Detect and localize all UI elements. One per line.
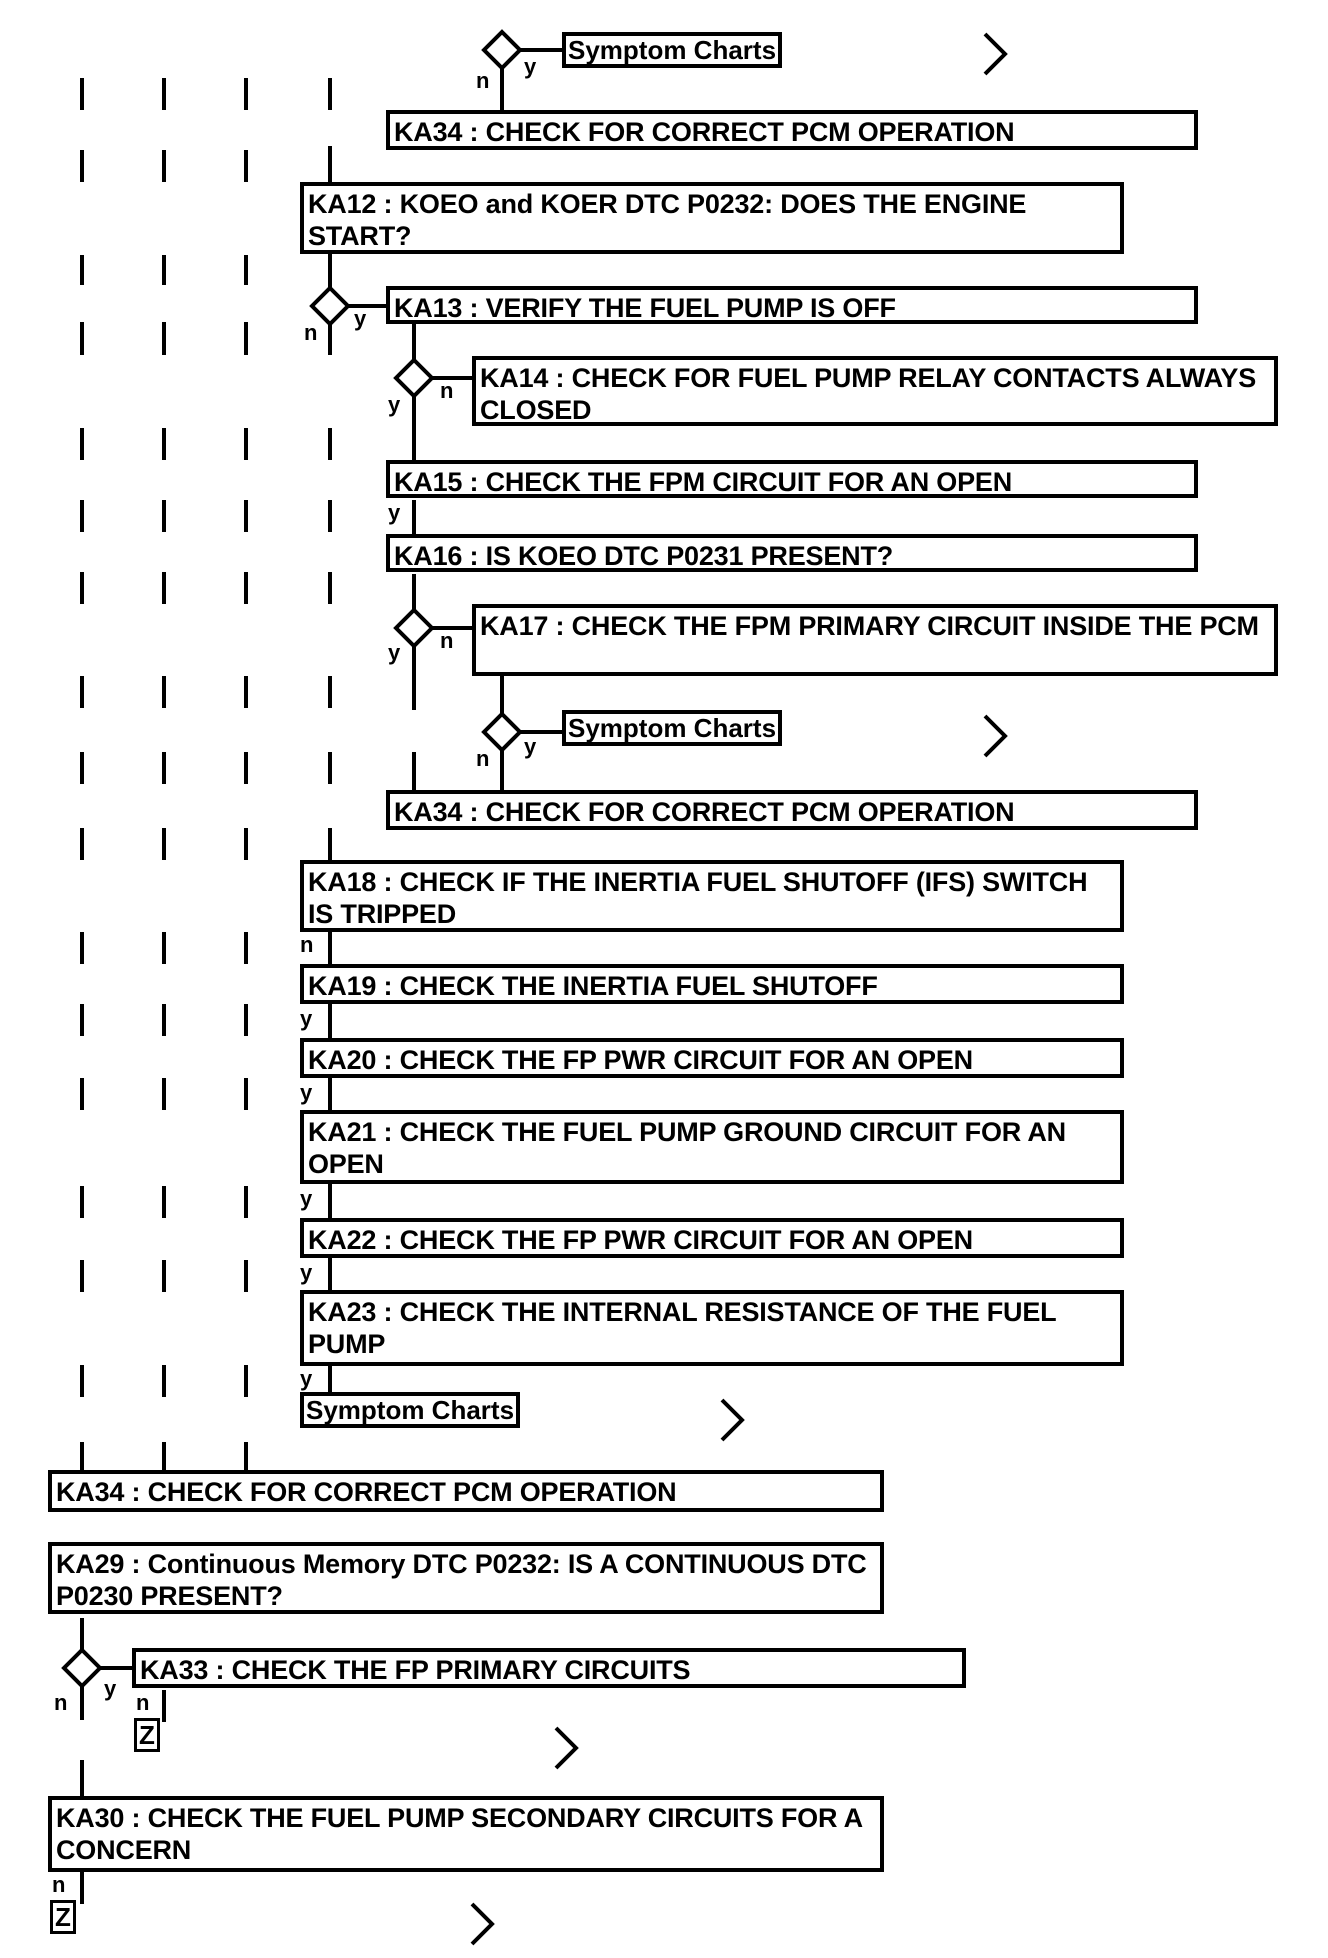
branch-label-no: n <box>476 68 490 93</box>
step-ka16[interactable]: KA16 : IS KOEO DTC P0231 PRESENT? <box>386 534 1198 572</box>
step-ka19[interactable]: KA19 : CHECK THE INERTIA FUEL SHUTOFF <box>300 964 1124 1004</box>
branch-label-yes: y <box>300 1260 313 1285</box>
symptom-charts-link-2[interactable]: Symptom Charts <box>562 710 783 746</box>
branch-label-yes: y <box>300 1006 313 1031</box>
branch-label-yes: y <box>388 392 401 417</box>
branch-label-yes: y <box>388 640 401 665</box>
branch-label-no: n <box>52 1872 66 1897</box>
step-ka34-c[interactable]: KA34 : CHECK FOR CORRECT PCM OPERATION <box>48 1470 884 1512</box>
branch-label-no: n <box>440 378 454 403</box>
branch-label-yes: y <box>388 500 401 525</box>
branch-label-no: n <box>440 628 454 653</box>
step-ka12[interactable]: KA12 : KOEO and KOER DTC P0232: DOES THE… <box>300 182 1124 254</box>
branch-label-yes: y <box>300 1366 313 1391</box>
step-ka17[interactable]: KA17 : CHECK THE FPM PRIMARY CIRCUIT INS… <box>472 604 1278 676</box>
branch-label-no: n <box>54 1690 68 1715</box>
connector-z[interactable]: Z <box>50 1900 76 1934</box>
step-ka23[interactable]: KA23 : CHECK THE INTERNAL RESISTANCE OF … <box>300 1290 1124 1366</box>
branch-label-no: n <box>304 320 318 345</box>
connector-z[interactable]: Z <box>134 1718 160 1752</box>
branch-label-yes: y <box>524 54 537 79</box>
branch-label-yes: y <box>354 306 367 331</box>
step-ka18[interactable]: KA18 : CHECK IF THE INERTIA FUEL SHUTOFF… <box>300 860 1124 932</box>
step-ka14[interactable]: KA14 : CHECK FOR FUEL PUMP RELAY CONTACT… <box>472 356 1278 426</box>
step-ka34[interactable]: KA34 : CHECK FOR CORRECT PCM OPERATION <box>386 110 1198 150</box>
step-ka15[interactable]: KA15 : CHECK THE FPM CIRCUIT FOR AN OPEN <box>386 460 1198 498</box>
step-ka33[interactable]: KA33 : CHECK THE FP PRIMARY CIRCUITS <box>132 1648 966 1688</box>
step-ka30[interactable]: KA30 : CHECK THE FUEL PUMP SECONDARY CIR… <box>48 1796 884 1872</box>
symptom-charts-link-1[interactable]: Symptom Charts <box>562 32 783 68</box>
step-ka13[interactable]: KA13 : VERIFY THE FUEL PUMP IS OFF <box>386 286 1198 324</box>
branch-label-yes: y <box>104 1676 117 1701</box>
step-ka20[interactable]: KA20 : CHECK THE FP PWR CIRCUIT FOR AN O… <box>300 1038 1124 1078</box>
step-ka22[interactable]: KA22 : CHECK THE FP PWR CIRCUIT FOR AN O… <box>300 1218 1124 1258</box>
branch-label-yes: y <box>300 1080 313 1105</box>
branch-label-no: n <box>136 1690 150 1715</box>
step-ka34-b[interactable]: KA34 : CHECK FOR CORRECT PCM OPERATION <box>386 790 1198 830</box>
branch-label-no: n <box>476 746 490 771</box>
branch-label-yes: y <box>300 1186 313 1211</box>
step-ka21[interactable]: KA21 : CHECK THE FUEL PUMP GROUND CIRCUI… <box>300 1110 1124 1184</box>
symptom-charts-link-3[interactable]: Symptom Charts <box>300 1392 521 1428</box>
step-ka29[interactable]: KA29 : Continuous Memory DTC P0232: IS A… <box>48 1542 884 1614</box>
branch-label-yes: y <box>524 734 537 759</box>
branch-label-no: n <box>300 932 314 957</box>
